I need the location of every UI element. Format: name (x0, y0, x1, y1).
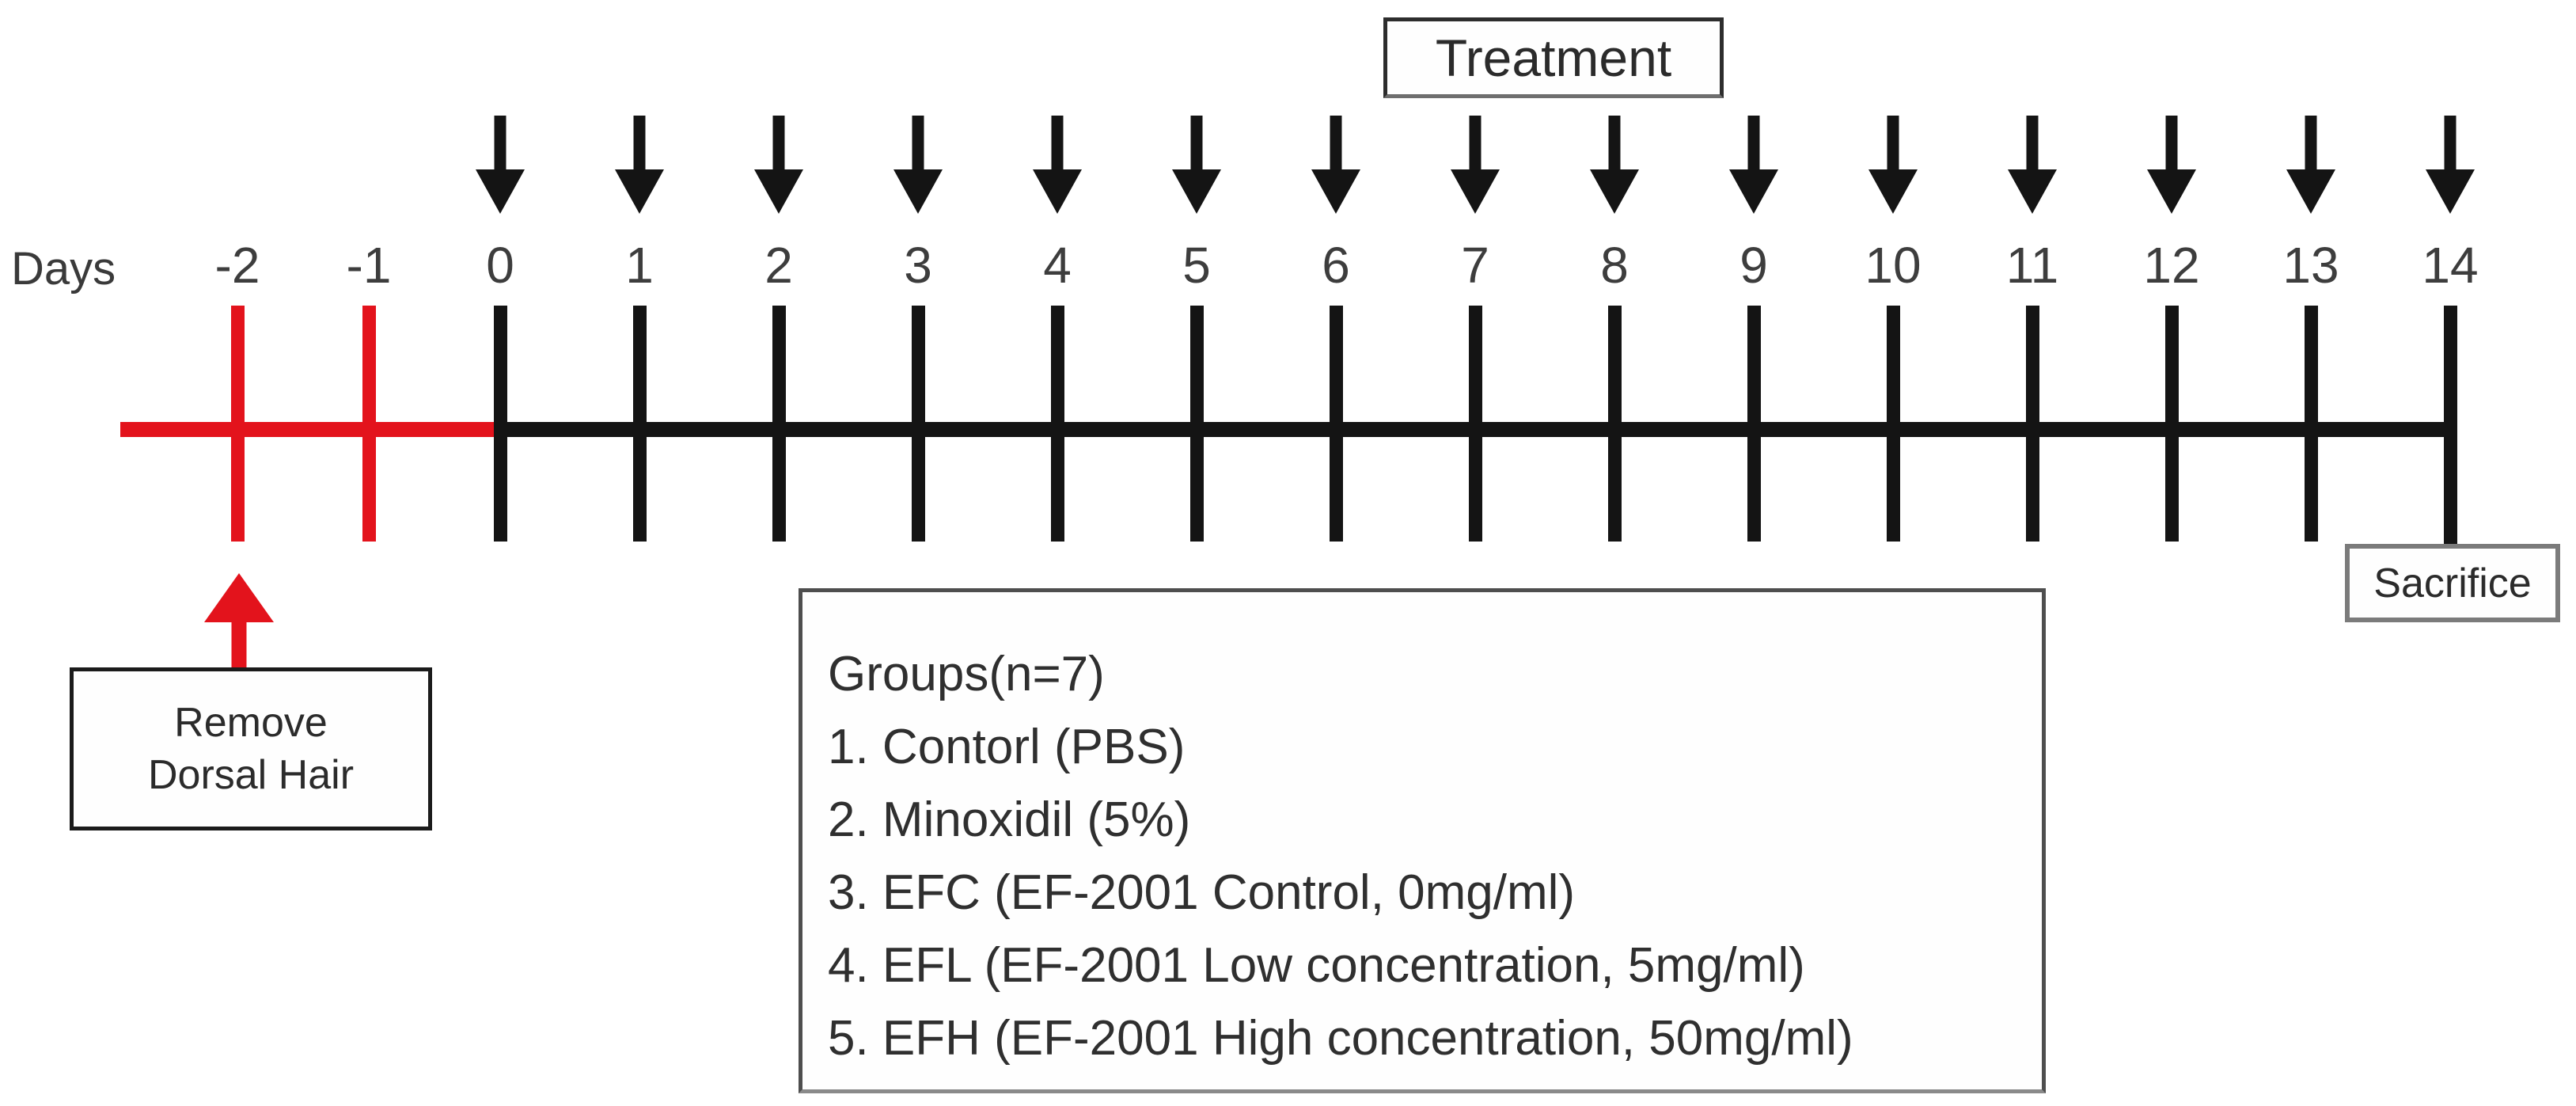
arrow-shaft (912, 116, 924, 173)
arrow-head (2426, 169, 2475, 214)
day-label: 4 (1043, 237, 1072, 294)
arrow-head (1033, 169, 1082, 214)
group-item: 1. Contorl (PBS) (828, 720, 1186, 774)
group-item: 3. EFC (EF-2001 Control, 0mg/ml) (828, 865, 1576, 920)
remove-dorsal-hair-line1: Remove (174, 700, 328, 746)
sacrifice-label-box: Sacrifice (2345, 544, 2560, 622)
sacrifice-label: Sacrifice (2373, 560, 2532, 606)
arrow-shaft (1747, 116, 1760, 173)
arrow-shaft (2165, 116, 2178, 173)
day-label: 11 (2005, 237, 2059, 294)
arrow-shaft (1887, 116, 1899, 173)
arrow-head (1868, 169, 1918, 214)
treatment-arrow-icon (1311, 116, 1360, 215)
day-label: 1 (625, 237, 654, 294)
day-tick (2305, 306, 2318, 542)
arrow-head (1729, 169, 1778, 214)
arrow-head (1590, 169, 1639, 214)
arrow-shaft (2444, 116, 2456, 173)
groups-legend-box: Groups(n=7) 1. Contorl (PBS) 2. Minoxidil… (799, 588, 2046, 1093)
arrow-head (2286, 169, 2335, 214)
arrow-head (1451, 169, 1500, 214)
arrow-shaft (1190, 116, 1203, 173)
day-label: 7 (1461, 237, 1489, 294)
day-label: 10 (1865, 237, 1922, 294)
remove-dorsal-hair-box: Remove Dorsal Hair (70, 667, 432, 830)
group-item: 4. EFL (EF-2001 Low concentration, 5mg/m… (828, 938, 1805, 993)
day-label: 5 (1182, 237, 1211, 294)
day-label: -2 (214, 237, 260, 294)
day-label: 12 (2143, 237, 2200, 294)
treatment-arrow-icon (2008, 116, 2057, 215)
day-tick (2444, 306, 2457, 545)
arrow-head (754, 169, 803, 214)
arrow-shaft (1330, 116, 1342, 173)
day-tick (2165, 306, 2179, 542)
treatment-arrow-icon (1033, 116, 1082, 215)
arrow-head (204, 573, 274, 622)
day-tick (1190, 306, 1204, 542)
day-label: 8 (1600, 237, 1629, 294)
remove-dorsal-hair-line2: Dorsal Hair (147, 752, 355, 798)
treatment-arrow-icon (1590, 116, 1639, 215)
day-label: 0 (486, 237, 514, 294)
treatment-arrow-icon (2286, 116, 2335, 215)
day-tick (912, 306, 925, 542)
arrow-shaft (1469, 116, 1481, 173)
treatment-label-box: Treatment (1383, 17, 1724, 98)
treatment-arrow-icon (754, 116, 803, 215)
arrow-shaft (2026, 116, 2039, 173)
day-tick (231, 306, 245, 542)
day-tick (1330, 306, 1343, 542)
arrow-head (1311, 169, 1360, 214)
day-label: 2 (764, 237, 793, 294)
group-item: 2. Minoxidil (5%) (828, 792, 1191, 847)
groups-items: 1. Contorl (PBS) 2. Minoxidil (5%) 3. EFC … (828, 711, 2026, 1075)
day-label: 6 (1322, 237, 1350, 294)
treatment-arrow-icon (2426, 116, 2475, 215)
day-label: 3 (904, 237, 932, 294)
arrow-shaft (772, 116, 785, 173)
treatment-arrow-icon (476, 116, 525, 215)
arrow-shaft (494, 116, 506, 173)
arrow-head (615, 169, 664, 214)
day-tick (1469, 306, 1482, 542)
arrow-shaft (1608, 116, 1621, 173)
remove-hair-arrow-icon (204, 573, 274, 669)
arrow-head (893, 169, 943, 214)
groups-title: Groups(n=7) (828, 647, 1105, 701)
day-label: 13 (2282, 237, 2339, 294)
day-label: 14 (2422, 237, 2479, 294)
arrow-head (2147, 169, 2196, 214)
day-tick (1051, 306, 1064, 542)
day-tick (494, 306, 507, 542)
treatment-label: Treatment (1435, 29, 1672, 87)
day-tick (2026, 306, 2039, 542)
day-tick (633, 306, 647, 542)
treatment-arrow-icon (615, 116, 664, 215)
day-label: 9 (1739, 237, 1768, 294)
arrow-head (2008, 169, 2057, 214)
day-tick (1608, 306, 1622, 542)
day-label: -1 (346, 237, 392, 294)
day-tick (1747, 306, 1761, 542)
days-axis-label: Days (11, 243, 116, 295)
arrow-head (476, 169, 525, 214)
day-tick (362, 306, 376, 542)
treatment-arrow-icon (1172, 116, 1221, 215)
arrow-shaft (633, 116, 646, 173)
timeline-pre-segment (120, 422, 500, 437)
arrow-shaft (1051, 116, 1064, 173)
treatment-arrow-icon (1451, 116, 1500, 215)
day-tick (1887, 306, 1900, 542)
treatment-arrow-icon (893, 116, 943, 215)
treatment-arrow-icon (1868, 116, 1918, 215)
day-tick (772, 306, 786, 542)
arrow-shaft (2305, 116, 2317, 173)
group-item: 5. EFH (EF-2001 High concentration, 50mg… (828, 1011, 1853, 1066)
treatment-arrow-icon (1729, 116, 1778, 215)
treatment-arrow-icon (2147, 116, 2196, 215)
arrow-head (1172, 169, 1221, 214)
arrow-shaft (231, 618, 247, 669)
